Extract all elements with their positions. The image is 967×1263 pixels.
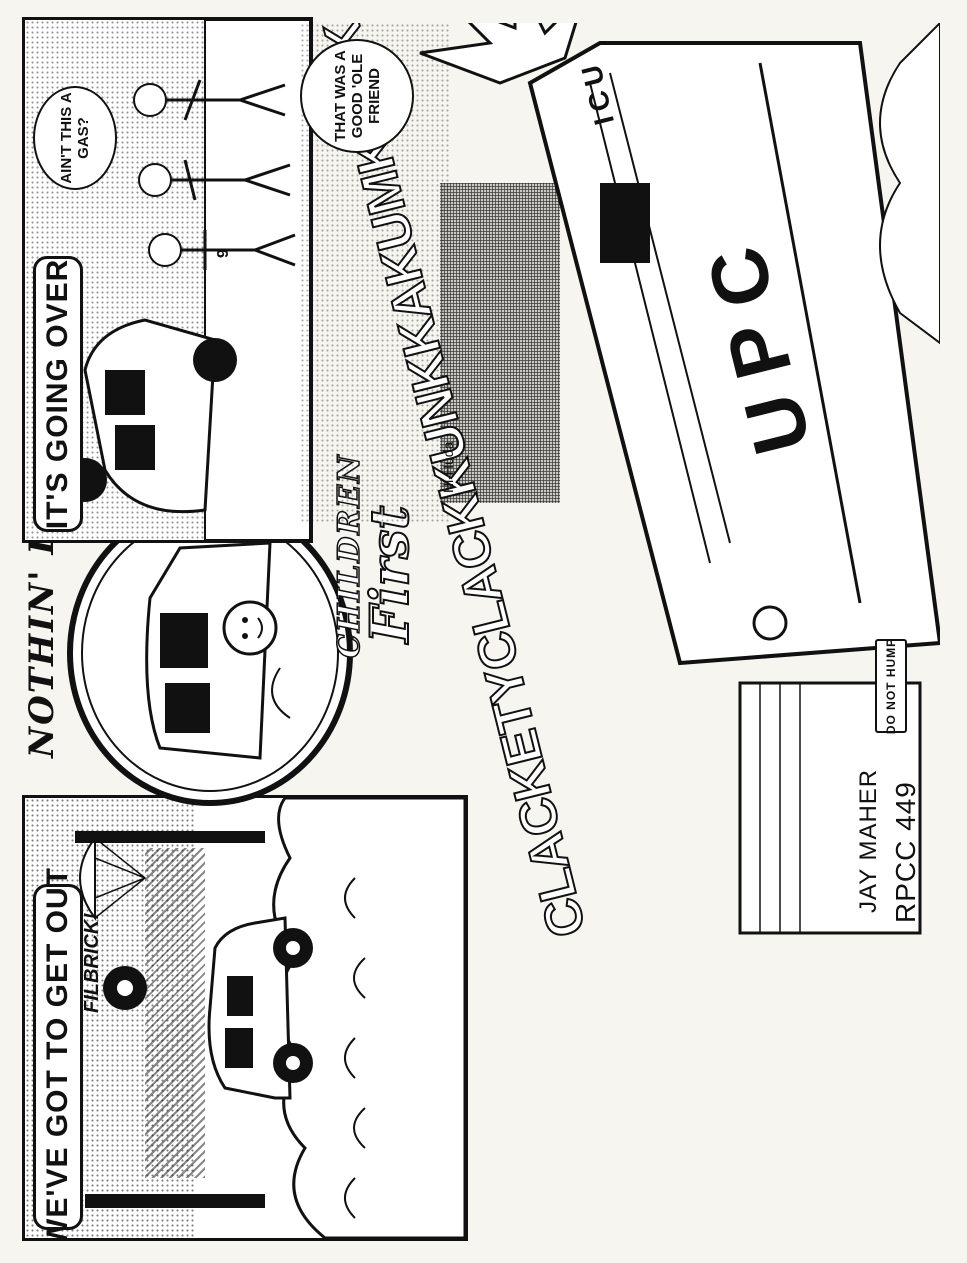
good-ole-friend-bubble: THAT WAS A GOOD 'OLE FRIEND — [300, 39, 414, 153]
title-medallion: NOTHIN' LAND CHILDREN First — [22, 436, 422, 818]
going-over-illustration — [63, 19, 311, 541]
gas-bubble-text: AIN'T THIS A GAS? — [58, 92, 92, 184]
escape-sub-caption: FILBRICK! — [81, 913, 103, 1013]
panel-escape: WE'VE GOT TO GET OUT FILBRICK! — [22, 795, 468, 1241]
player-number: 9 — [215, 249, 232, 258]
escape-illustration — [75, 796, 467, 1240]
hitch-label: Hi-Huda — [440, 441, 456, 493]
going-over-caption: IT'S GOING OVER — [33, 256, 83, 532]
going-over-caption-text: IT'S GOING OVER — [41, 258, 74, 530]
good-ole-friend-text: THAT WAS A GOOD 'OLE FRIEND — [331, 50, 383, 142]
panel-going-over: IT'S GOING OVER AIN'T THIS A GAS? 9 — [22, 17, 313, 543]
escape-caption-text: WE'VE GOT TO GET OUT — [41, 867, 74, 1241]
medallion-drawing — [67, 500, 353, 806]
signature-code: RPCC 449 — [890, 781, 921, 923]
panel-train: CLACKETYCLACKKUNKKAKUMKWAKOCK UPC ICU Hi… — [300, 23, 940, 963]
train-illustration — [419, 23, 940, 935]
gas-bubble: AIN'T THIS A GAS? — [33, 86, 117, 190]
boxcar-sign: DO NOT HUMP — [875, 637, 907, 735]
boxcar-sign-text: DO NOT HUMP — [884, 637, 898, 735]
escape-caption: WE'VE GOT TO GET OUT — [33, 867, 83, 1241]
signature-name: JAY MAHER — [855, 768, 882, 913]
